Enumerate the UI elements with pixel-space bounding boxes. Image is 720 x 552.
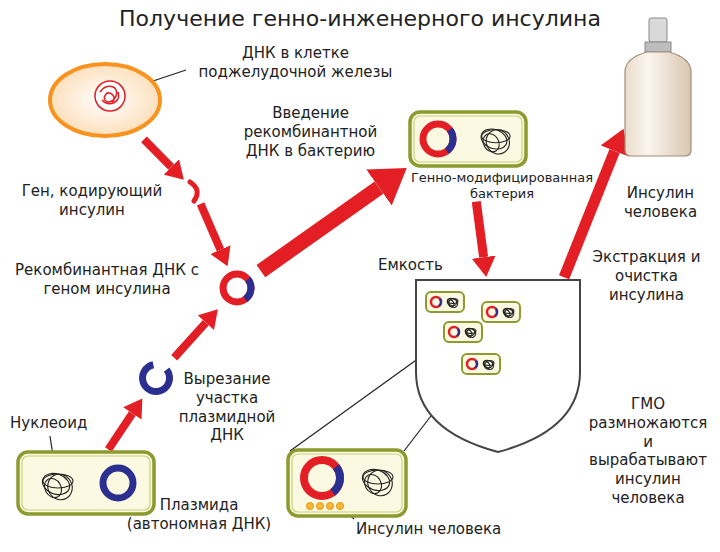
tank-shape (416, 280, 580, 452)
gm-bacterium: Генно-модифицированная бактерия (410, 112, 526, 166)
process-arrow (476, 202, 483, 258)
cut-plasmid-shape (138, 360, 174, 396)
node-label: Вырезание участка плазмидной ДНК (172, 370, 282, 445)
cell: ДНК в клетке поджелудочной железы (48, 62, 162, 138)
bacterium-shape (18, 452, 154, 514)
process-note: ГМО размножаются и вырабатывают инсулин … (582, 395, 714, 508)
title: Получение генно-инженерного инсулина (0, 6, 720, 31)
bacterium: НуклеоидПлазмида (автономная ДНК) (18, 452, 154, 514)
tank: Емкость (416, 280, 580, 452)
edge-label: Экстракция и очистка инсулина (583, 248, 710, 304)
node-label: Ген, кодирующий инсулин (6, 182, 178, 220)
node-label: Генно-модифицированная бактерия (402, 170, 602, 203)
process-arrow (201, 204, 221, 250)
node-label: Рекомбинантная ДНК с геном инсулина (12, 261, 202, 299)
zoomed-bacterium-shape (288, 450, 406, 516)
gene-fragment-shape (186, 180, 204, 202)
node-label: ДНК в клетке поджелудочной железы (188, 44, 403, 82)
cut-plasmid: Вырезание участка плазмидной ДНК (138, 360, 174, 396)
insulin-bottle-shape (625, 18, 691, 156)
node-label: Емкость (378, 256, 458, 275)
process-arrow (174, 323, 206, 358)
node-label: Инсулин человека (613, 184, 708, 222)
gene-fragment: Ген, кодирующий инсулин (186, 180, 204, 202)
process-arrow (108, 413, 132, 449)
edge-label: Введение рекомбинантной ДНК в бактерию (228, 104, 393, 160)
gm-bacterium-shape (410, 112, 526, 166)
process-arrow (261, 188, 379, 272)
zoomed-bacterium: Инсулин человека (288, 450, 406, 516)
node-label: Нуклеоид (10, 414, 110, 433)
cell-shape (48, 62, 162, 138)
node-label: Инсулин человека (356, 520, 526, 539)
recombinant-plasmid: Рекомбинантная ДНК с геном инсулина (218, 269, 256, 307)
process-arrow (144, 139, 171, 167)
node-label: Плазмида (автономная ДНК) (113, 496, 285, 534)
recombinant-plasmid-shape (218, 269, 256, 307)
insulin-bottle: Инсулин человека (625, 18, 691, 156)
